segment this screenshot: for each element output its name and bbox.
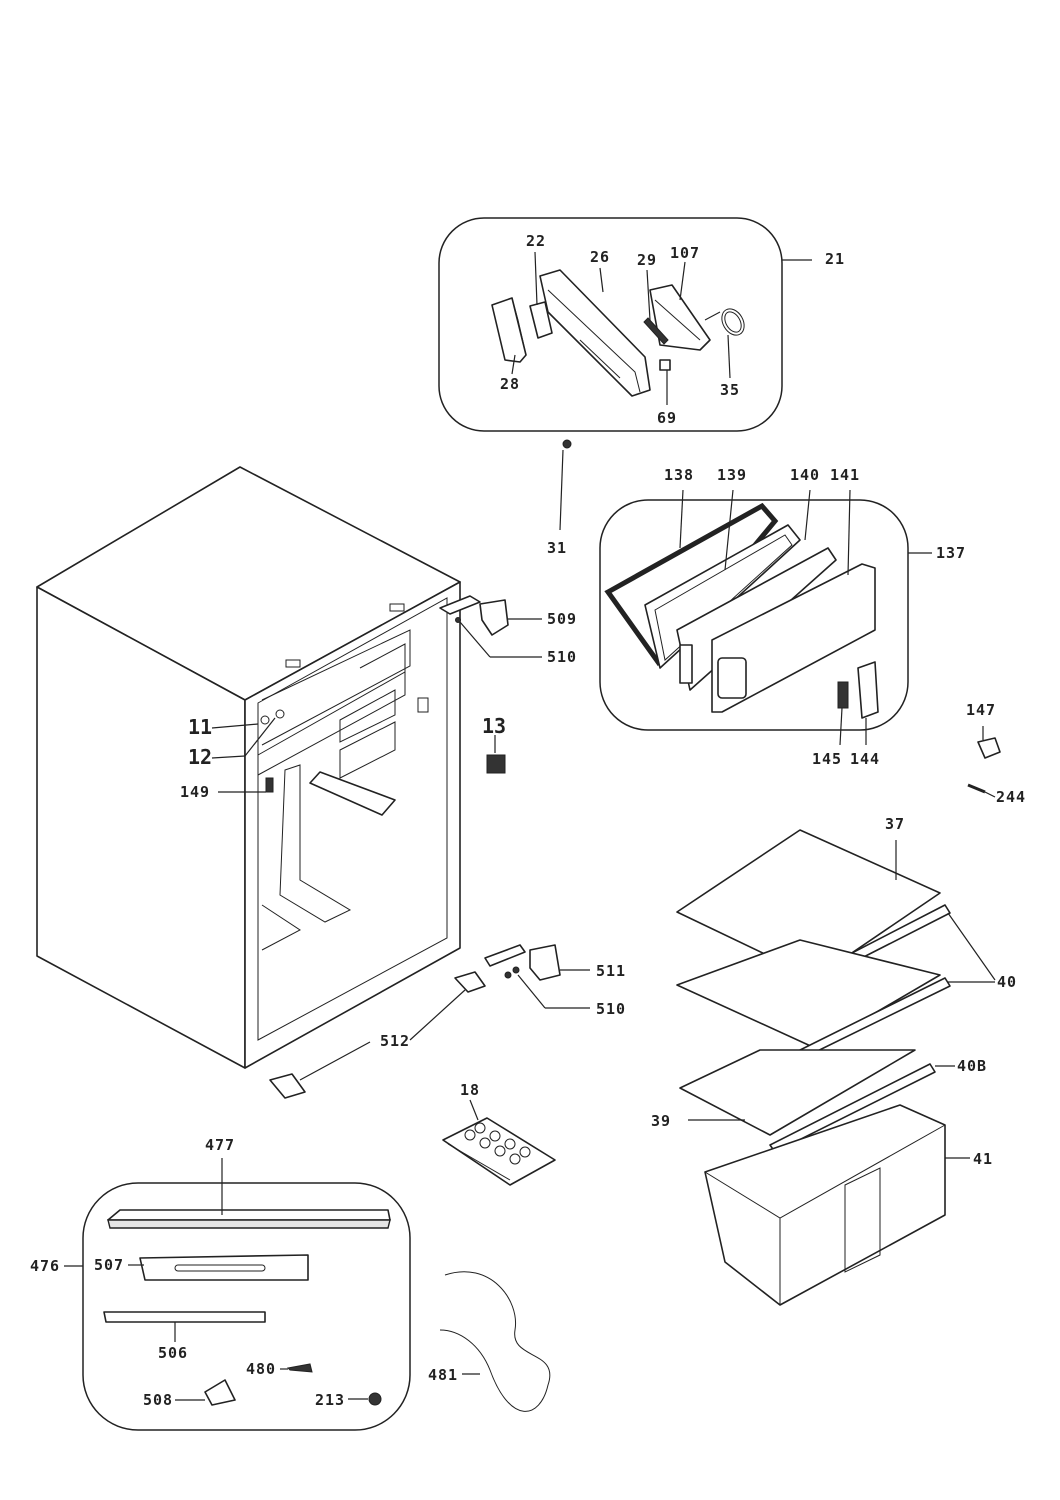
bottom-hinge: [484, 944, 590, 1009]
label-41: 41: [973, 1150, 993, 1168]
cover-part-28: [491, 297, 527, 363]
gasket-part-138: [604, 502, 779, 667]
top-hinge: [439, 595, 542, 658]
label-29: 29: [637, 251, 657, 269]
label-11: 11: [188, 715, 212, 739]
label-12: 12: [188, 745, 212, 769]
board-part-107: [649, 284, 711, 351]
label-107: 107: [670, 244, 700, 262]
label-510-top: 510: [547, 648, 577, 666]
label-481: 481: [428, 1366, 458, 1384]
label-512: 512: [380, 1032, 410, 1050]
screw-part-31: [559, 439, 572, 531]
strip-part-506: [103, 1311, 266, 1323]
screw-part-244: [967, 783, 996, 798]
cable-part-35: [721, 308, 745, 336]
label-144: 144: [850, 750, 880, 768]
door-part-141: [711, 563, 876, 713]
shelf-part-39: [679, 1049, 916, 1136]
part-147: [977, 726, 1001, 759]
inner-shelf: [309, 771, 396, 816]
part-labels: 21 22 26 29 107 28 35 69 31 138 139 140 …: [30, 232, 1026, 1409]
group-outline-21: [438, 217, 783, 432]
label-137: 137: [936, 544, 966, 562]
shelf-2: [676, 939, 941, 1049]
group-outline-476: [82, 1182, 411, 1431]
control-panel-group: [438, 217, 812, 432]
label-40: 40: [997, 973, 1017, 991]
shelves: [676, 829, 996, 1153]
part-149: [265, 777, 274, 793]
handle-140: [679, 644, 693, 684]
hinge-part-509: [479, 599, 509, 636]
label-40b: 40B: [957, 1057, 987, 1075]
label-213: 213: [315, 1391, 345, 1409]
mount-kit-group: [64, 1158, 411, 1431]
label-139: 139: [717, 466, 747, 484]
label-13: 13: [482, 714, 506, 738]
label-28: 28: [500, 375, 520, 393]
label-480: 480: [246, 1360, 276, 1378]
label-140: 140: [790, 466, 820, 484]
cabinet-body: [36, 466, 461, 1069]
label-39: 39: [651, 1112, 671, 1130]
bracket-part-507: [139, 1254, 309, 1281]
label-35: 35: [720, 381, 740, 399]
label-511: 511: [596, 962, 626, 980]
housing-part-26: [539, 269, 651, 397]
label-476: 476: [30, 1257, 60, 1275]
cable-part-481: [439, 1271, 551, 1412]
egg-tray-part-18: [442, 1099, 556, 1186]
label-69: 69: [657, 409, 677, 427]
label-141: 141: [830, 466, 860, 484]
group-outline-137: [599, 499, 909, 731]
part-11: [260, 715, 270, 725]
label-149: 149: [180, 783, 210, 801]
label-26: 26: [590, 248, 610, 266]
plate-part-22: [529, 301, 553, 339]
crisper-part-41: [704, 1104, 970, 1306]
label-21: 21: [825, 250, 845, 268]
label-510-bottom: 510: [596, 1000, 626, 1018]
label-506: 506: [158, 1344, 188, 1362]
part-69: [659, 359, 671, 371]
rail-part-477: [107, 1209, 391, 1221]
switch-part-13: [486, 735, 506, 774]
label-477: 477: [205, 1136, 235, 1154]
hinge-part-511: [529, 944, 561, 981]
buttons-part-29: [643, 317, 669, 345]
cabinet-front: [244, 581, 461, 1069]
screw-part-480: [286, 1363, 313, 1373]
label-509: 509: [547, 610, 577, 628]
label-244: 244: [996, 788, 1026, 806]
clip-part-508: [204, 1379, 236, 1406]
foot-part-512: [269, 971, 486, 1099]
label-507: 507: [94, 1256, 124, 1274]
label-18: 18: [460, 1081, 480, 1099]
label-31: 31: [547, 539, 567, 557]
label-145: 145: [812, 750, 842, 768]
screw-part-213: [368, 1392, 382, 1406]
handle-141: [717, 657, 747, 699]
label-147: 147: [966, 701, 996, 719]
part-145: [837, 681, 849, 709]
label-22: 22: [526, 232, 546, 250]
part-144: [857, 661, 879, 719]
door-group: [599, 489, 932, 746]
label-138: 138: [664, 466, 694, 484]
label-37: 37: [885, 815, 905, 833]
part-12: [275, 709, 285, 719]
label-508: 508: [143, 1391, 173, 1409]
